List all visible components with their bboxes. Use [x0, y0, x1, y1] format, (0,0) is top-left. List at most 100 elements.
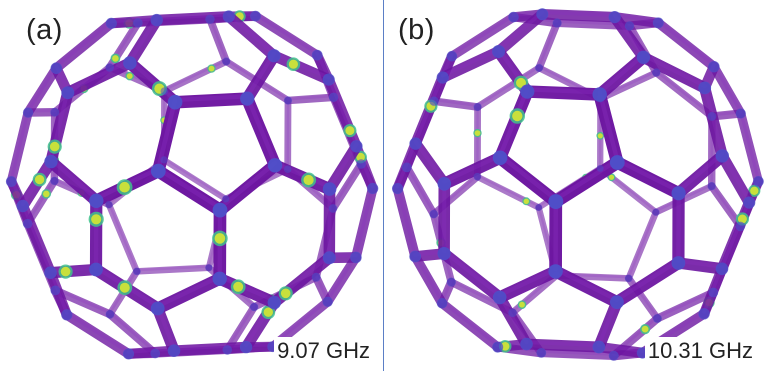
- node-vertex: [429, 96, 439, 106]
- rod-edge: [250, 11, 322, 60]
- rod-highlight: [710, 183, 742, 227]
- node-vertex: [446, 50, 458, 62]
- rod-highlight: [442, 153, 503, 184]
- node-vertex: [652, 68, 661, 77]
- node-vertex: [50, 62, 63, 74]
- rod-edge: [672, 257, 728, 275]
- node-vertex: [652, 314, 662, 323]
- hotspot-core: [126, 73, 133, 79]
- frequency-label: 9.07 GHz: [274, 337, 373, 365]
- rod-highlight: [627, 209, 658, 279]
- node-vertex: [596, 164, 604, 172]
- node-vertex: [50, 176, 59, 186]
- rod-highlight: [413, 139, 447, 184]
- node-vertex: [105, 309, 115, 319]
- rod-edge: [437, 298, 503, 352]
- hotspot-core: [597, 133, 603, 139]
- rod-highlight: [641, 53, 707, 88]
- rod-highlight: [442, 249, 502, 298]
- frequency-label: 10.31 GHz: [644, 337, 756, 365]
- rod-highlight: [54, 19, 114, 69]
- rod-edge: [17, 200, 56, 279]
- hotspot-core: [91, 214, 102, 225]
- rod-highlight: [331, 161, 363, 209]
- rod-edge: [284, 93, 338, 105]
- rod-highlight: [172, 343, 249, 351]
- node-vertex: [592, 340, 606, 354]
- node-vertex: [409, 137, 422, 150]
- rod-highlight: [476, 65, 541, 108]
- hotspot-core: [43, 190, 50, 198]
- node-vertex: [105, 63, 114, 72]
- rod-edge: [324, 140, 362, 195]
- rod-highlight: [127, 16, 159, 63]
- rod-edge: [392, 183, 421, 262]
- node-vertex: [535, 63, 544, 72]
- node-vertex: [536, 348, 547, 358]
- rod-edge: [521, 338, 605, 353]
- hotspot-core: [34, 174, 45, 185]
- node-vertex: [222, 345, 233, 355]
- node-vertex: [283, 96, 293, 105]
- rod-edge: [653, 18, 719, 72]
- hotspot-core: [356, 152, 365, 162]
- rod-highlight: [450, 13, 516, 57]
- rod-edge: [160, 156, 229, 202]
- node-vertex: [508, 11, 519, 23]
- rod-highlight: [405, 164, 436, 215]
- rod-edge: [521, 85, 606, 101]
- node-vertex: [105, 200, 113, 209]
- node-vertex: [133, 18, 143, 28]
- node-vertex: [536, 8, 549, 21]
- rod-highlight: [156, 166, 223, 211]
- rod-edge: [537, 8, 620, 23]
- hotspot-core: [303, 174, 314, 186]
- node-vertex: [50, 285, 61, 296]
- node-vertex: [473, 102, 482, 112]
- hotspot-core: [208, 65, 215, 72]
- hotspot-core: [263, 307, 273, 317]
- node-vertex: [708, 60, 720, 73]
- rod-edge: [61, 309, 134, 359]
- rod-highlight: [156, 97, 178, 172]
- node-vertex: [249, 302, 259, 312]
- panel-b: (b) 10.31 GHz: [384, 0, 766, 371]
- rod-highlight: [597, 343, 645, 353]
- node-vertex: [437, 247, 451, 261]
- rod-edge: [593, 296, 623, 353]
- node-vertex: [50, 107, 60, 117]
- rod-edge: [736, 108, 763, 186]
- rod-edge: [268, 50, 335, 86]
- node-vertex: [150, 301, 165, 316]
- hotspot-core: [112, 55, 119, 62]
- rod-highlight: [245, 51, 277, 99]
- node-vertex: [708, 287, 719, 298]
- rod-highlight: [413, 253, 444, 304]
- node-vertex: [22, 218, 33, 229]
- rod-highlight: [497, 293, 529, 345]
- rod-highlight: [107, 202, 138, 272]
- node-vertex: [205, 264, 213, 272]
- node-vertex: [322, 182, 337, 196]
- rod-edge: [716, 150, 755, 209]
- rod-highlight: [540, 10, 617, 18]
- node-vertex: [436, 71, 449, 84]
- node-vertex: [267, 158, 283, 173]
- node-vertex: [356, 159, 367, 169]
- rod-edge: [329, 160, 366, 213]
- node-vertex: [548, 194, 564, 210]
- rod-highlight: [326, 254, 358, 302]
- rod-highlight: [627, 275, 659, 319]
- rod-highlight: [497, 153, 559, 202]
- rod-edge: [213, 158, 282, 217]
- rod-highlight: [614, 258, 681, 302]
- buckyball-render-b: [392, 8, 764, 361]
- node-vertex: [735, 221, 746, 232]
- rod-edge: [438, 151, 507, 190]
- rod-edge: [151, 11, 235, 26]
- node-vertex: [267, 295, 281, 310]
- rod-edge: [537, 348, 618, 361]
- rod-highlight: [597, 52, 646, 95]
- node-vertex: [150, 163, 166, 179]
